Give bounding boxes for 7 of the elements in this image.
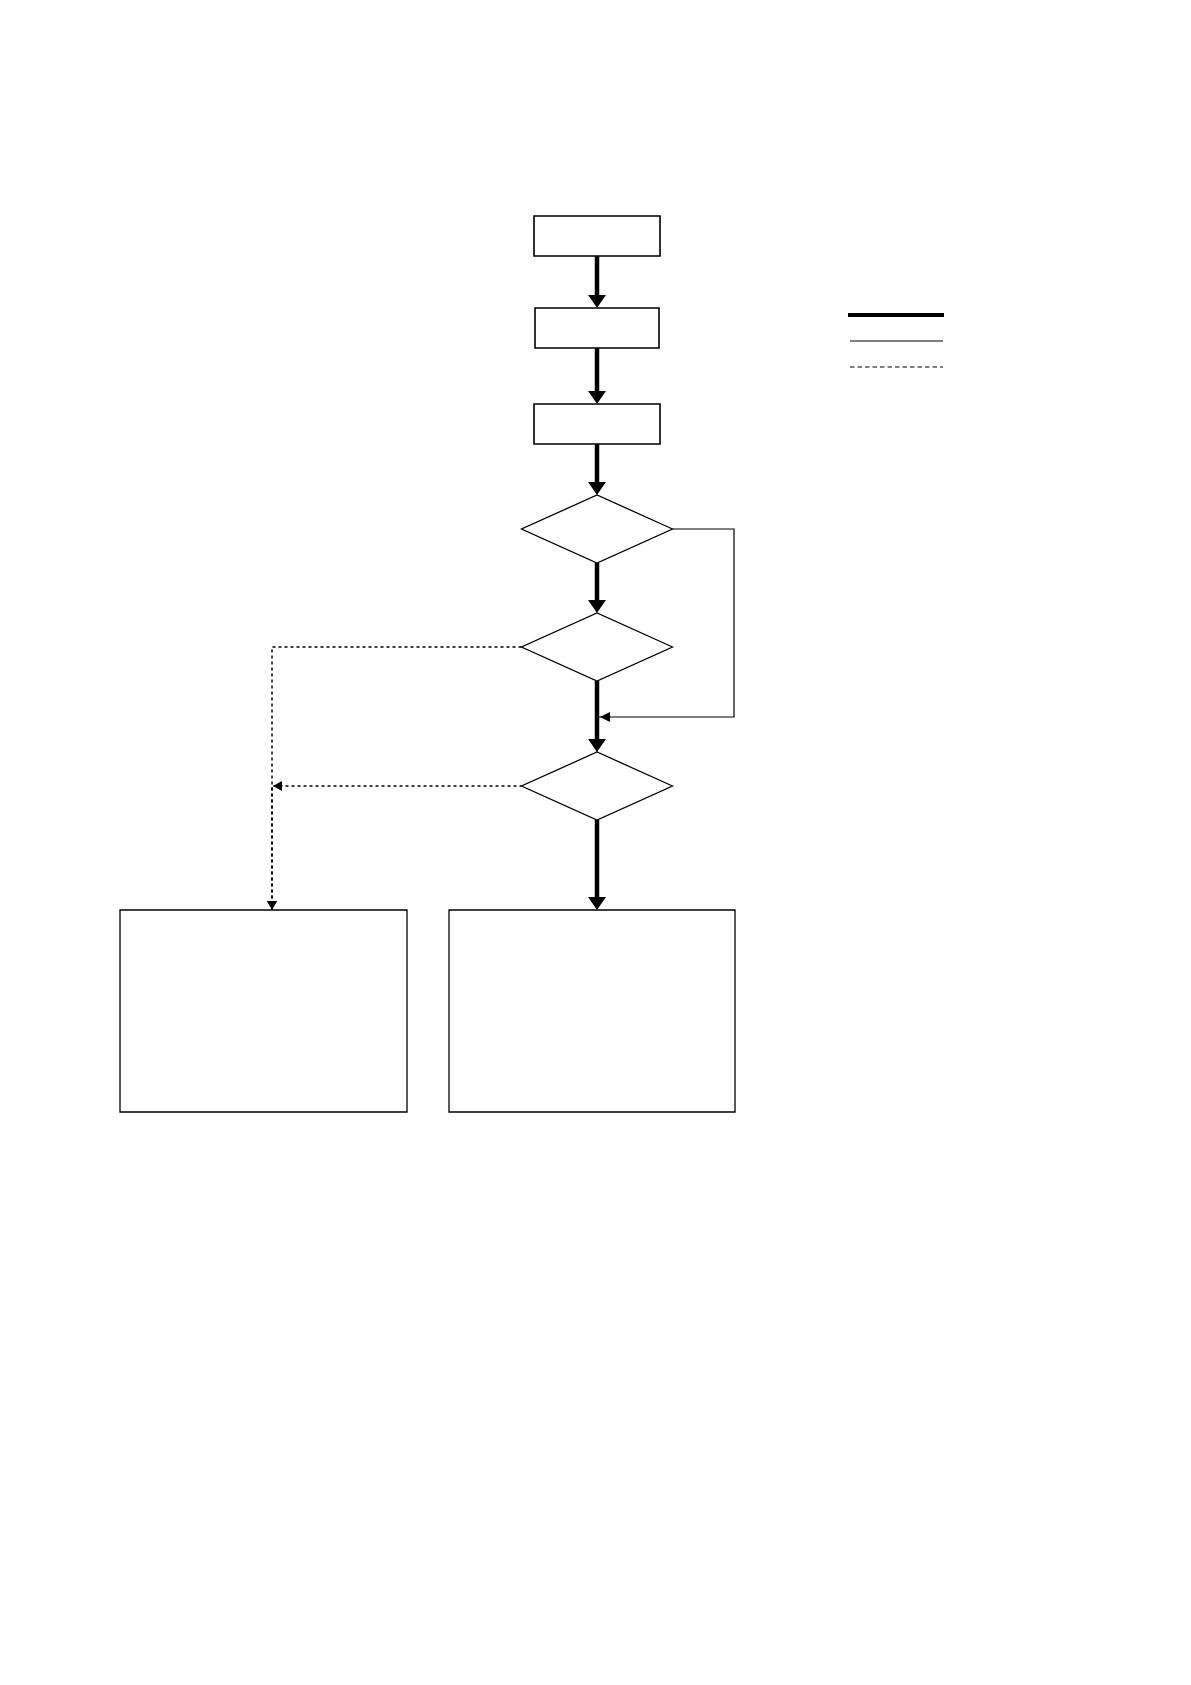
process-box	[448, 909, 736, 1113]
process-box	[534, 307, 660, 349]
arrow	[596, 528, 735, 753]
process-box	[119, 909, 408, 1113]
process-box	[533, 403, 661, 445]
process-box	[533, 215, 661, 257]
arrow	[271, 781, 523, 911]
